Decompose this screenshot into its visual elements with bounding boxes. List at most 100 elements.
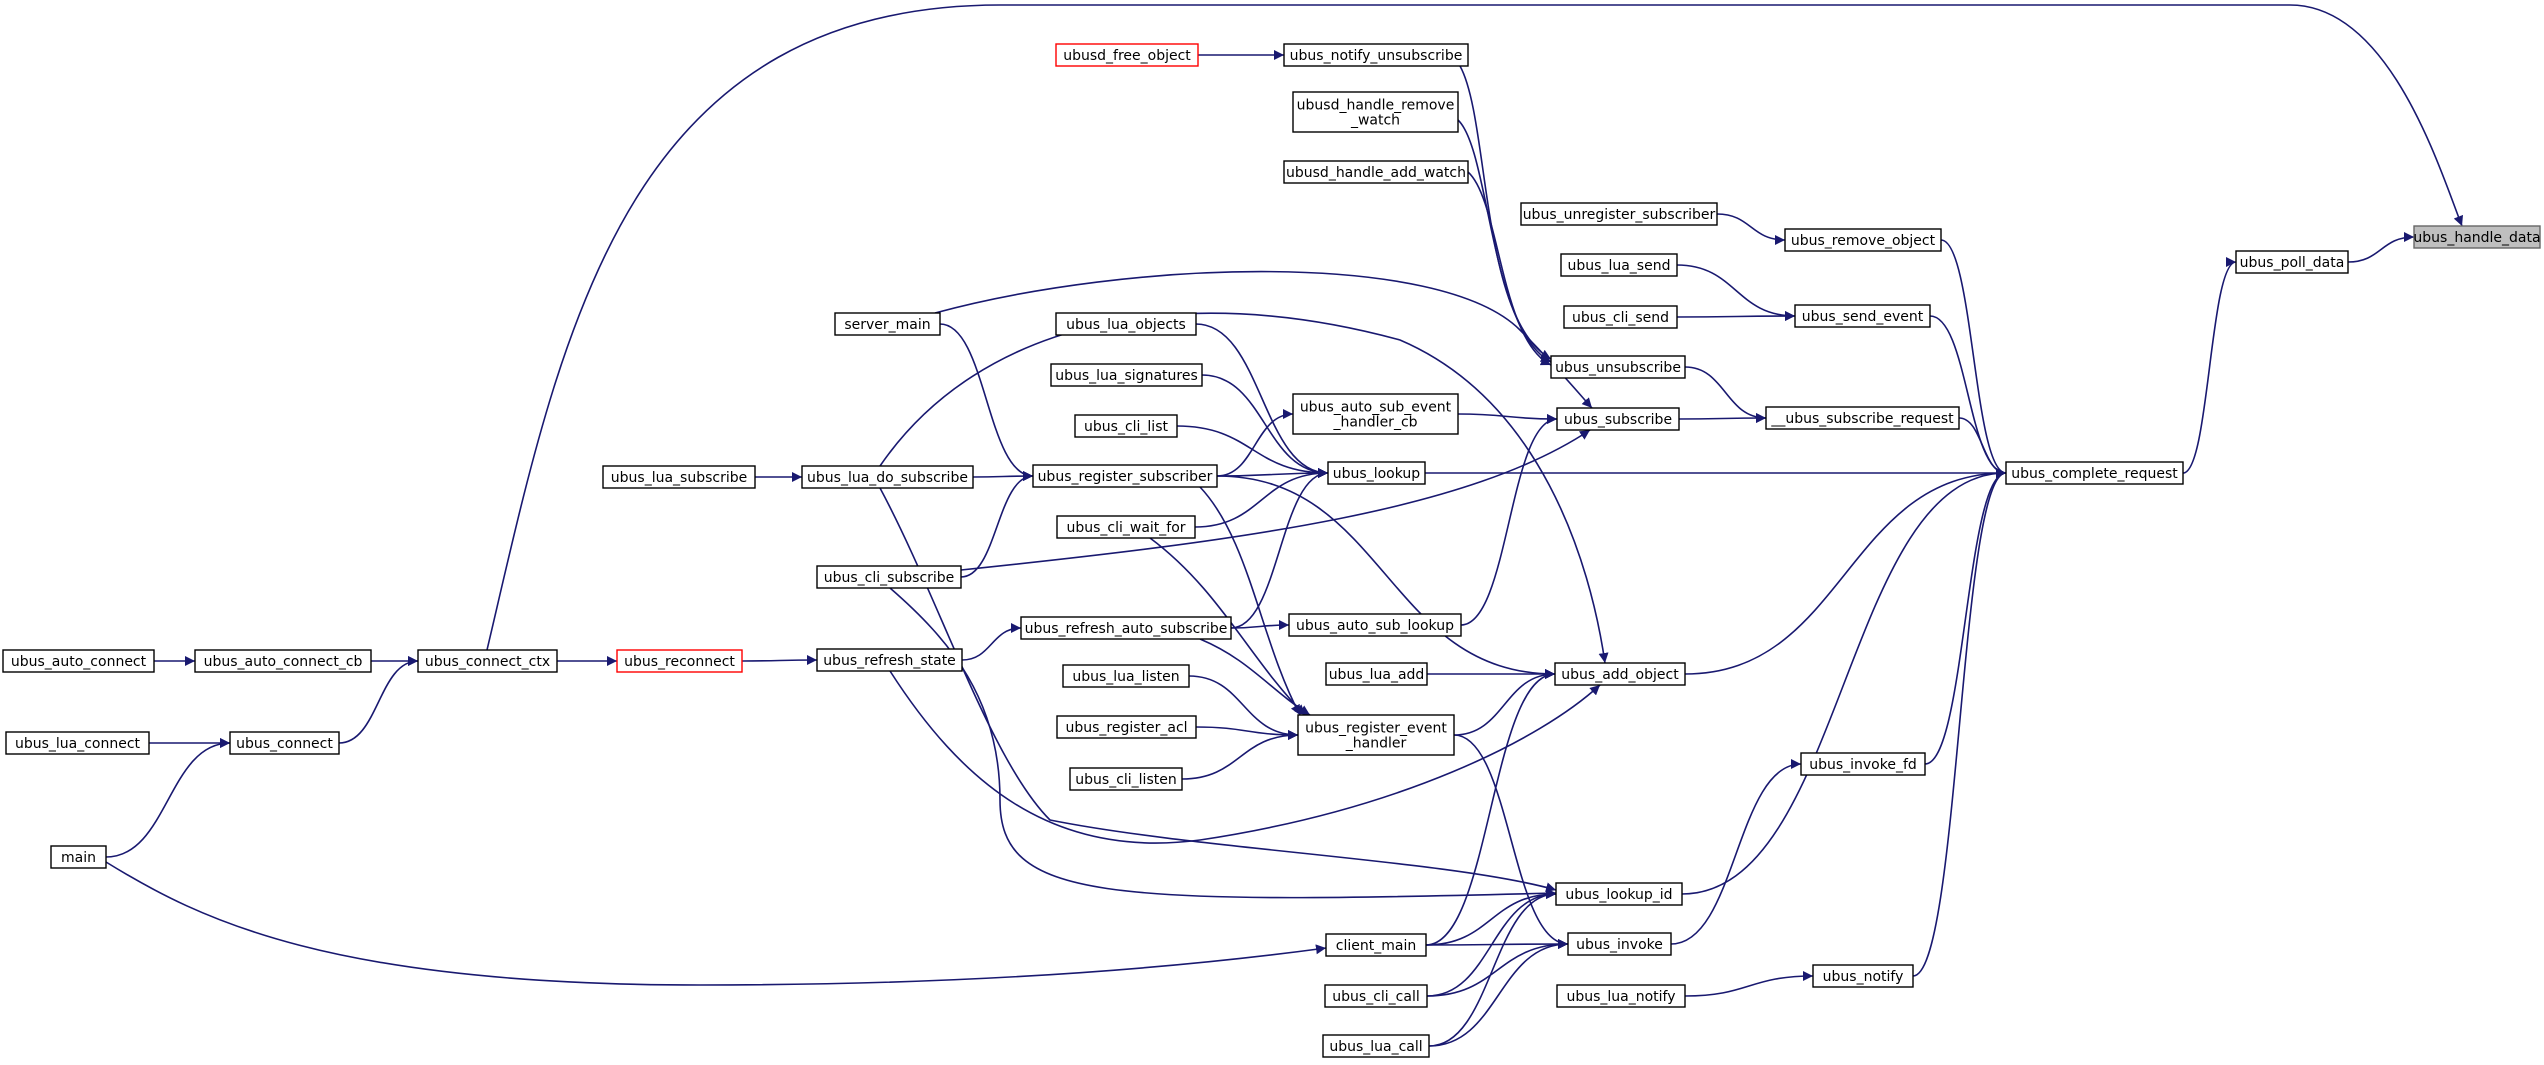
node-box[interactable] xyxy=(1324,984,1428,1008)
node-ubus-lua-call[interactable]: ubus_lua_call xyxy=(1322,1034,1430,1058)
node-box[interactable] xyxy=(1069,767,1183,791)
node-ubus-lua-do-subscribe[interactable]: ubus_lua_do_subscribe xyxy=(801,465,974,489)
node-box[interactable] xyxy=(1074,414,1178,438)
node-box[interactable] xyxy=(801,465,974,489)
node-box[interactable] xyxy=(1327,461,1426,485)
node-ubus-lua-notify[interactable]: ubus_lua_notify xyxy=(1556,984,1686,1008)
node-box[interactable] xyxy=(1325,662,1428,686)
node-box[interactable] xyxy=(1288,613,1462,637)
node-ubus-cli-send[interactable]: ubus_cli_send xyxy=(1563,305,1678,329)
node-ubus-subscribe-request[interactable]: __ubus_subscribe_request xyxy=(1765,406,1960,430)
node-ubus-notify[interactable]: ubus_notify xyxy=(1812,964,1914,988)
node-box[interactable] xyxy=(816,648,963,672)
node-ubus-cli-listen[interactable]: ubus_cli_listen xyxy=(1069,767,1183,791)
node-box[interactable] xyxy=(417,649,558,673)
node-ubus-register-event-handler[interactable]: ubus_register_event_handler xyxy=(1297,714,1455,756)
node-box[interactable] xyxy=(1325,933,1427,957)
node-box[interactable] xyxy=(1062,664,1190,688)
node-ubus-lua-signatures[interactable]: ubus_lua_signatures xyxy=(1050,363,1203,387)
node-box[interactable] xyxy=(1020,616,1232,640)
node-box[interactable] xyxy=(1032,464,1218,488)
node-ubus-lua-send[interactable]: ubus_lua_send xyxy=(1560,253,1678,277)
node-box[interactable] xyxy=(1556,984,1686,1008)
node-box[interactable] xyxy=(1554,662,1686,686)
node-box[interactable] xyxy=(1050,363,1203,387)
node-box[interactable] xyxy=(1550,355,1686,379)
node-ubus-refresh-auto-subscribe[interactable]: ubus_refresh_auto_subscribe xyxy=(1020,616,1232,640)
node-server-main[interactable]: server_main xyxy=(834,312,941,336)
node-box[interactable] xyxy=(1563,305,1678,329)
node-client-main[interactable]: client_main xyxy=(1325,933,1427,957)
node-box[interactable] xyxy=(602,465,756,489)
node-ubusd-free-object[interactable]: ubusd_free_object xyxy=(1055,43,1199,67)
node-ubus-lua-connect[interactable]: ubus_lua_connect xyxy=(5,731,150,755)
node-ubus-notify-unsubscribe[interactable]: ubus_notify_unsubscribe xyxy=(1283,43,1469,67)
node-box[interactable] xyxy=(1292,393,1459,435)
node-ubus-cli-wait-for[interactable]: ubus_cli_wait_for xyxy=(1056,515,1196,539)
node-ubus-lua-add[interactable]: ubus_lua_add xyxy=(1325,662,1428,686)
node-ubus-auto-connect[interactable]: ubus_auto_connect xyxy=(2,649,155,673)
node-ubus-lua-subscribe[interactable]: ubus_lua_subscribe xyxy=(602,465,756,489)
node-ubus-invoke-fd[interactable]: ubus_invoke_fd xyxy=(1800,752,1926,776)
node-box[interactable] xyxy=(1297,714,1455,756)
node-box[interactable] xyxy=(2,649,155,673)
node-box[interactable] xyxy=(1056,715,1197,739)
node-box[interactable] xyxy=(1322,1034,1430,1058)
node-ubus-cli-list[interactable]: ubus_cli_list xyxy=(1074,414,1178,438)
node-box[interactable] xyxy=(2005,461,2184,485)
node-ubus-lua-listen[interactable]: ubus_lua_listen xyxy=(1062,664,1190,688)
node-box[interactable] xyxy=(1283,160,1469,184)
node-ubus-unsubscribe[interactable]: ubus_unsubscribe xyxy=(1550,355,1686,379)
node-box[interactable] xyxy=(1560,253,1678,277)
node-ubus-complete-request[interactable]: ubus_complete_request xyxy=(2005,461,2184,485)
node-ubus-send-event[interactable]: ubus_send_event xyxy=(1794,304,1931,328)
node-box[interactable] xyxy=(1283,43,1469,67)
node-ubus-poll-data[interactable]: ubus_poll_data xyxy=(2235,250,2349,274)
node-ubus-connect[interactable]: ubus_connect xyxy=(229,731,340,755)
node-ubusd-handle-remove-watch[interactable]: ubusd_handle_remove_watch xyxy=(1292,91,1459,133)
node-box[interactable] xyxy=(1812,964,1914,988)
node-ubus-refresh-state[interactable]: ubus_refresh_state xyxy=(816,648,963,672)
node-ubus-invoke[interactable]: ubus_invoke xyxy=(1567,932,1672,956)
node-box[interactable] xyxy=(1784,228,1942,252)
node-box[interactable] xyxy=(50,845,107,869)
node-box[interactable] xyxy=(834,312,941,336)
node-box[interactable] xyxy=(1555,882,1683,906)
node-main[interactable]: main xyxy=(50,845,107,869)
node-ubus-remove-object[interactable]: ubus_remove_object xyxy=(1784,228,1942,252)
node-box[interactable] xyxy=(2235,250,2349,274)
node-box[interactable] xyxy=(1794,304,1931,328)
node-ubus-cli-subscribe[interactable]: ubus_cli_subscribe xyxy=(816,565,962,589)
node-box[interactable] xyxy=(2413,225,2541,249)
node-box[interactable] xyxy=(1800,752,1926,776)
node-ubus-unregister-subscriber[interactable]: ubus_unregister_subscriber xyxy=(1520,202,1718,226)
node-ubus-add-object[interactable]: ubus_add_object xyxy=(1554,662,1686,686)
node-box[interactable] xyxy=(616,649,743,673)
node-box[interactable] xyxy=(229,731,340,755)
node-ubus-subscribe[interactable]: ubus_subscribe xyxy=(1556,407,1680,431)
node-ubus-auto-connect-cb[interactable]: ubus_auto_connect_cb xyxy=(194,649,372,673)
node-box[interactable] xyxy=(1520,202,1718,226)
node-ubusd-handle-add-watch[interactable]: ubusd_handle_add_watch xyxy=(1283,160,1469,184)
node-ubus-lua-objects[interactable]: ubus_lua_objects xyxy=(1055,312,1197,336)
node-box[interactable] xyxy=(1056,515,1196,539)
node-box[interactable] xyxy=(1556,407,1680,431)
node-ubus-register-subscriber[interactable]: ubus_register_subscriber xyxy=(1032,464,1218,488)
node-ubus-lookup[interactable]: ubus_lookup xyxy=(1327,461,1426,485)
node-ubus-auto-sub-lookup[interactable]: ubus_auto_sub_lookup xyxy=(1288,613,1462,637)
node-ubus-auto-sub-event-handler-cb[interactable]: ubus_auto_sub_event_handler_cb xyxy=(1292,393,1459,435)
node-box[interactable] xyxy=(5,731,150,755)
node-ubus-lookup-id[interactable]: ubus_lookup_id xyxy=(1555,882,1683,906)
node-box[interactable] xyxy=(1765,406,1960,430)
node-ubus-handle-data[interactable]: ubus_handle_data xyxy=(2413,225,2541,249)
node-box[interactable] xyxy=(1567,932,1672,956)
node-box[interactable] xyxy=(816,565,962,589)
node-box[interactable] xyxy=(1055,43,1199,67)
node-ubus-reconnect[interactable]: ubus_reconnect xyxy=(616,649,743,673)
node-ubus-register-acl[interactable]: ubus_register_acl xyxy=(1056,715,1197,739)
node-box[interactable] xyxy=(194,649,372,673)
node-ubus-connect-ctx[interactable]: ubus_connect_ctx xyxy=(417,649,558,673)
node-box[interactable] xyxy=(1055,312,1197,336)
node-box[interactable] xyxy=(1292,91,1459,133)
node-ubus-cli-call[interactable]: ubus_cli_call xyxy=(1324,984,1428,1008)
